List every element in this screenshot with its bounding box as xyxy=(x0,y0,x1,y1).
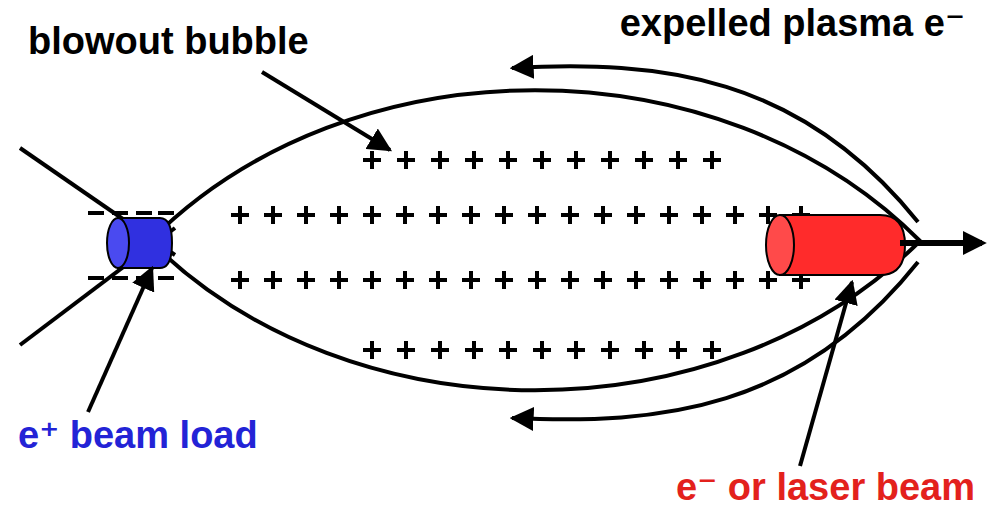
expelled-electron-arrow xyxy=(512,66,918,222)
plus-charge xyxy=(330,271,348,289)
plus-charge xyxy=(693,206,711,224)
plus-charge xyxy=(363,206,381,224)
plus-charge xyxy=(703,341,721,359)
plus-charge xyxy=(635,341,653,359)
label-driver-beam: e⁻ or laser beam xyxy=(676,466,975,510)
expelled-electron-arrow xyxy=(512,262,918,419)
plus-charge xyxy=(499,341,517,359)
plus-charge xyxy=(627,206,645,224)
plus-charge xyxy=(567,341,585,359)
plus-charge xyxy=(726,206,744,224)
electron-charges xyxy=(88,213,174,278)
cylinder-end xyxy=(766,215,794,275)
plus-charge xyxy=(533,341,551,359)
plus-charge xyxy=(330,206,348,224)
minus-charge xyxy=(136,211,152,215)
plus-charge xyxy=(363,271,381,289)
plus-charge xyxy=(431,341,449,359)
plus-charge xyxy=(297,206,315,224)
plus-charge xyxy=(465,341,483,359)
plus-charge xyxy=(297,271,315,289)
plus-charge xyxy=(660,271,678,289)
minus-charge xyxy=(88,211,104,215)
plus-charge xyxy=(594,206,612,224)
plus-charge xyxy=(635,151,653,169)
propagation-arrow xyxy=(900,240,982,246)
plus-charge xyxy=(561,206,579,224)
plus-charge xyxy=(429,271,447,289)
minus-charge xyxy=(158,276,174,280)
minus-charge xyxy=(88,276,104,280)
minus-charge xyxy=(112,211,128,215)
plus-charge xyxy=(397,151,415,169)
plus-charge xyxy=(396,206,414,224)
plus-charge xyxy=(669,341,687,359)
plus-charge xyxy=(594,271,612,289)
plus-charge xyxy=(703,151,721,169)
label-positron-beam: e⁺ beam load xyxy=(18,414,258,458)
plus-charge xyxy=(397,341,415,359)
driver-beam-cylinder xyxy=(766,215,905,275)
plus-charge xyxy=(561,271,579,289)
blowout-bubble-outline xyxy=(150,90,920,390)
positron-beam-cylinder xyxy=(107,218,172,268)
leader-arrow xyxy=(800,282,852,466)
plus-charge xyxy=(231,271,249,289)
cylinder-end xyxy=(107,218,129,268)
leader-arrow xyxy=(88,268,152,412)
plus-charge xyxy=(396,271,414,289)
label-expelled-electrons: expelled plasma e⁻ xyxy=(620,2,965,46)
plus-charge xyxy=(231,206,249,224)
label-blowout-bubble: blowout bubble xyxy=(28,20,309,64)
leader-arrow xyxy=(262,72,390,150)
plus-charge xyxy=(462,271,480,289)
plus-charge xyxy=(429,206,447,224)
plus-charge xyxy=(264,271,282,289)
minus-charge xyxy=(158,211,174,215)
plus-charge xyxy=(669,151,687,169)
plus-charge xyxy=(693,271,711,289)
plus-charge xyxy=(495,271,513,289)
plus-charge xyxy=(601,341,619,359)
plus-charge xyxy=(363,151,381,169)
plus-charge xyxy=(528,206,546,224)
plus-charge xyxy=(495,206,513,224)
plus-charge xyxy=(627,271,645,289)
plus-charge xyxy=(528,271,546,289)
cylinder-body xyxy=(780,215,905,275)
plus-charge xyxy=(465,151,483,169)
plus-charge xyxy=(660,206,678,224)
plus-charge xyxy=(462,206,480,224)
plus-charge xyxy=(431,151,449,169)
plus-charge xyxy=(726,271,744,289)
plus-charge xyxy=(363,341,381,359)
ion-charges xyxy=(231,151,810,359)
plus-charge xyxy=(567,151,585,169)
plus-charge xyxy=(533,151,551,169)
minus-charge xyxy=(112,276,128,280)
plus-charge xyxy=(264,206,282,224)
plus-charge xyxy=(601,151,619,169)
plus-charge xyxy=(499,151,517,169)
